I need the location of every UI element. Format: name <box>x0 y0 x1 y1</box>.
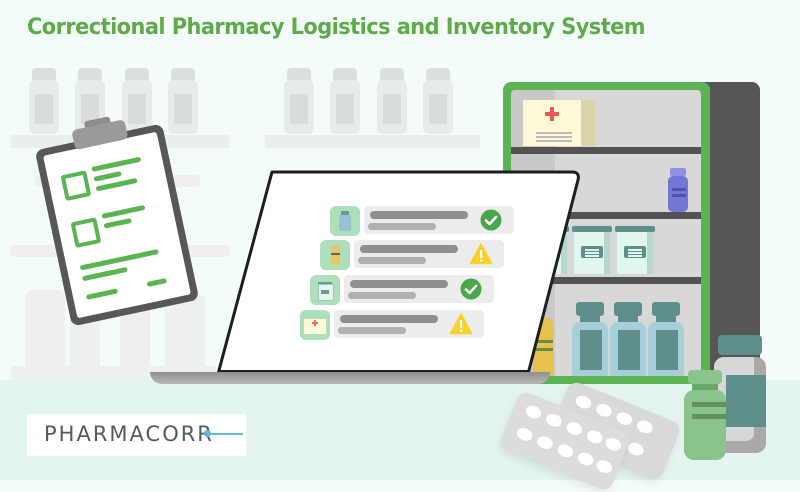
vial-icon <box>572 302 608 376</box>
cabinet-side <box>700 82 760 382</box>
page-title: Correctional Pharmacy Logistics and Inve… <box>27 14 646 40</box>
vial-icon <box>668 168 688 212</box>
inventory-row[interactable] <box>320 240 504 270</box>
check-circle-icon <box>460 278 482 300</box>
pill-bottle-icon <box>320 240 350 270</box>
medical-box-icon <box>300 310 330 340</box>
jar-icon <box>572 226 612 274</box>
logo-accent-line <box>207 433 243 435</box>
background-bottle <box>377 68 407 134</box>
laptop-screen <box>210 168 580 378</box>
background-bottle <box>423 68 453 134</box>
laptop-base <box>150 372 550 384</box>
warning-triangle-icon <box>450 313 472 335</box>
vial-icon <box>610 302 646 376</box>
background-bottle <box>165 295 205 380</box>
green-bottle-icon <box>684 370 726 460</box>
warning-triangle-icon <box>470 243 492 265</box>
medical-box-icon <box>523 100 595 146</box>
check-circle-icon <box>480 209 502 231</box>
background-shelf <box>265 135 480 148</box>
jar-icon <box>310 275 340 305</box>
vial-icon <box>648 302 684 376</box>
background-bottle <box>168 68 198 134</box>
inventory-row[interactable] <box>310 275 494 305</box>
background-bottle <box>330 68 360 134</box>
jar-icon <box>615 226 655 274</box>
vial-icon <box>330 206 360 236</box>
background-bottle <box>29 68 59 134</box>
large-bottle-icon <box>714 335 766 453</box>
background-bottle <box>122 68 152 134</box>
checkbox-icon <box>60 170 92 202</box>
inventory-row[interactable] <box>330 206 514 236</box>
pharmacorr-logo: PHARMACORR <box>27 414 246 456</box>
logo-text: PHARMACORR <box>44 422 214 446</box>
checkbox-icon <box>70 217 102 249</box>
background-bottle <box>25 290 65 380</box>
background-bottle <box>284 68 314 134</box>
inventory-row[interactable] <box>300 310 484 340</box>
